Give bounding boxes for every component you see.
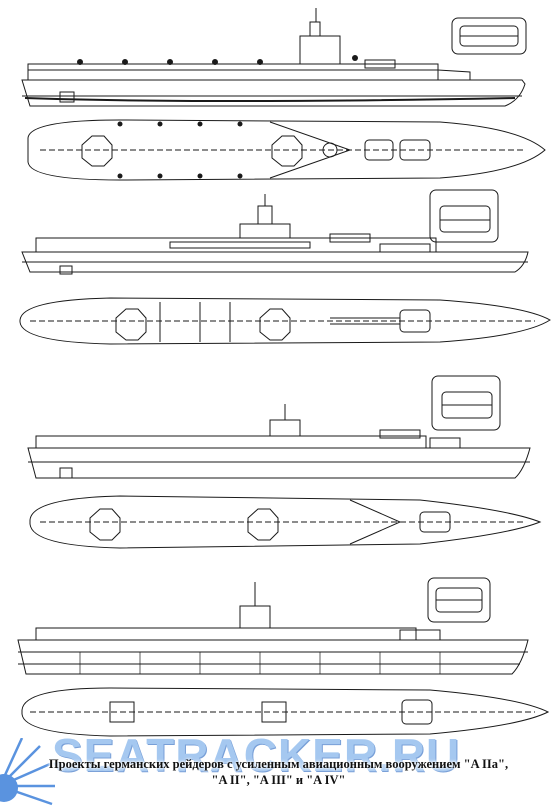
ship1-side-view — [21, 8, 526, 107]
ship2-side-view — [21, 194, 529, 275]
ship1-turret-detail — [451, 17, 527, 55]
ship3-turret-detail — [431, 375, 501, 431]
caption-line-1: Проекты германских рейдеров с усиленным … — [48, 757, 509, 771]
caption-line-2: "A II", "A III" и "A IV" — [211, 773, 346, 787]
ship4-plan-view — [21, 687, 550, 737]
ship3-side-view — [27, 404, 531, 479]
watermark-text: SEATRACKER.RU — [52, 729, 461, 781]
sun-logo-icon — [0, 738, 55, 806]
ship4-side-view — [17, 582, 529, 675]
ship1-plan-view — [27, 119, 546, 181]
figure-caption: Проекты германских рейдеров с усиленным … — [0, 756, 557, 788]
ship2-turret-detail — [429, 189, 499, 243]
ship2-plan-view — [19, 297, 551, 345]
ship3-plan-view — [29, 495, 542, 549]
ship4-turret-detail — [427, 577, 491, 623]
